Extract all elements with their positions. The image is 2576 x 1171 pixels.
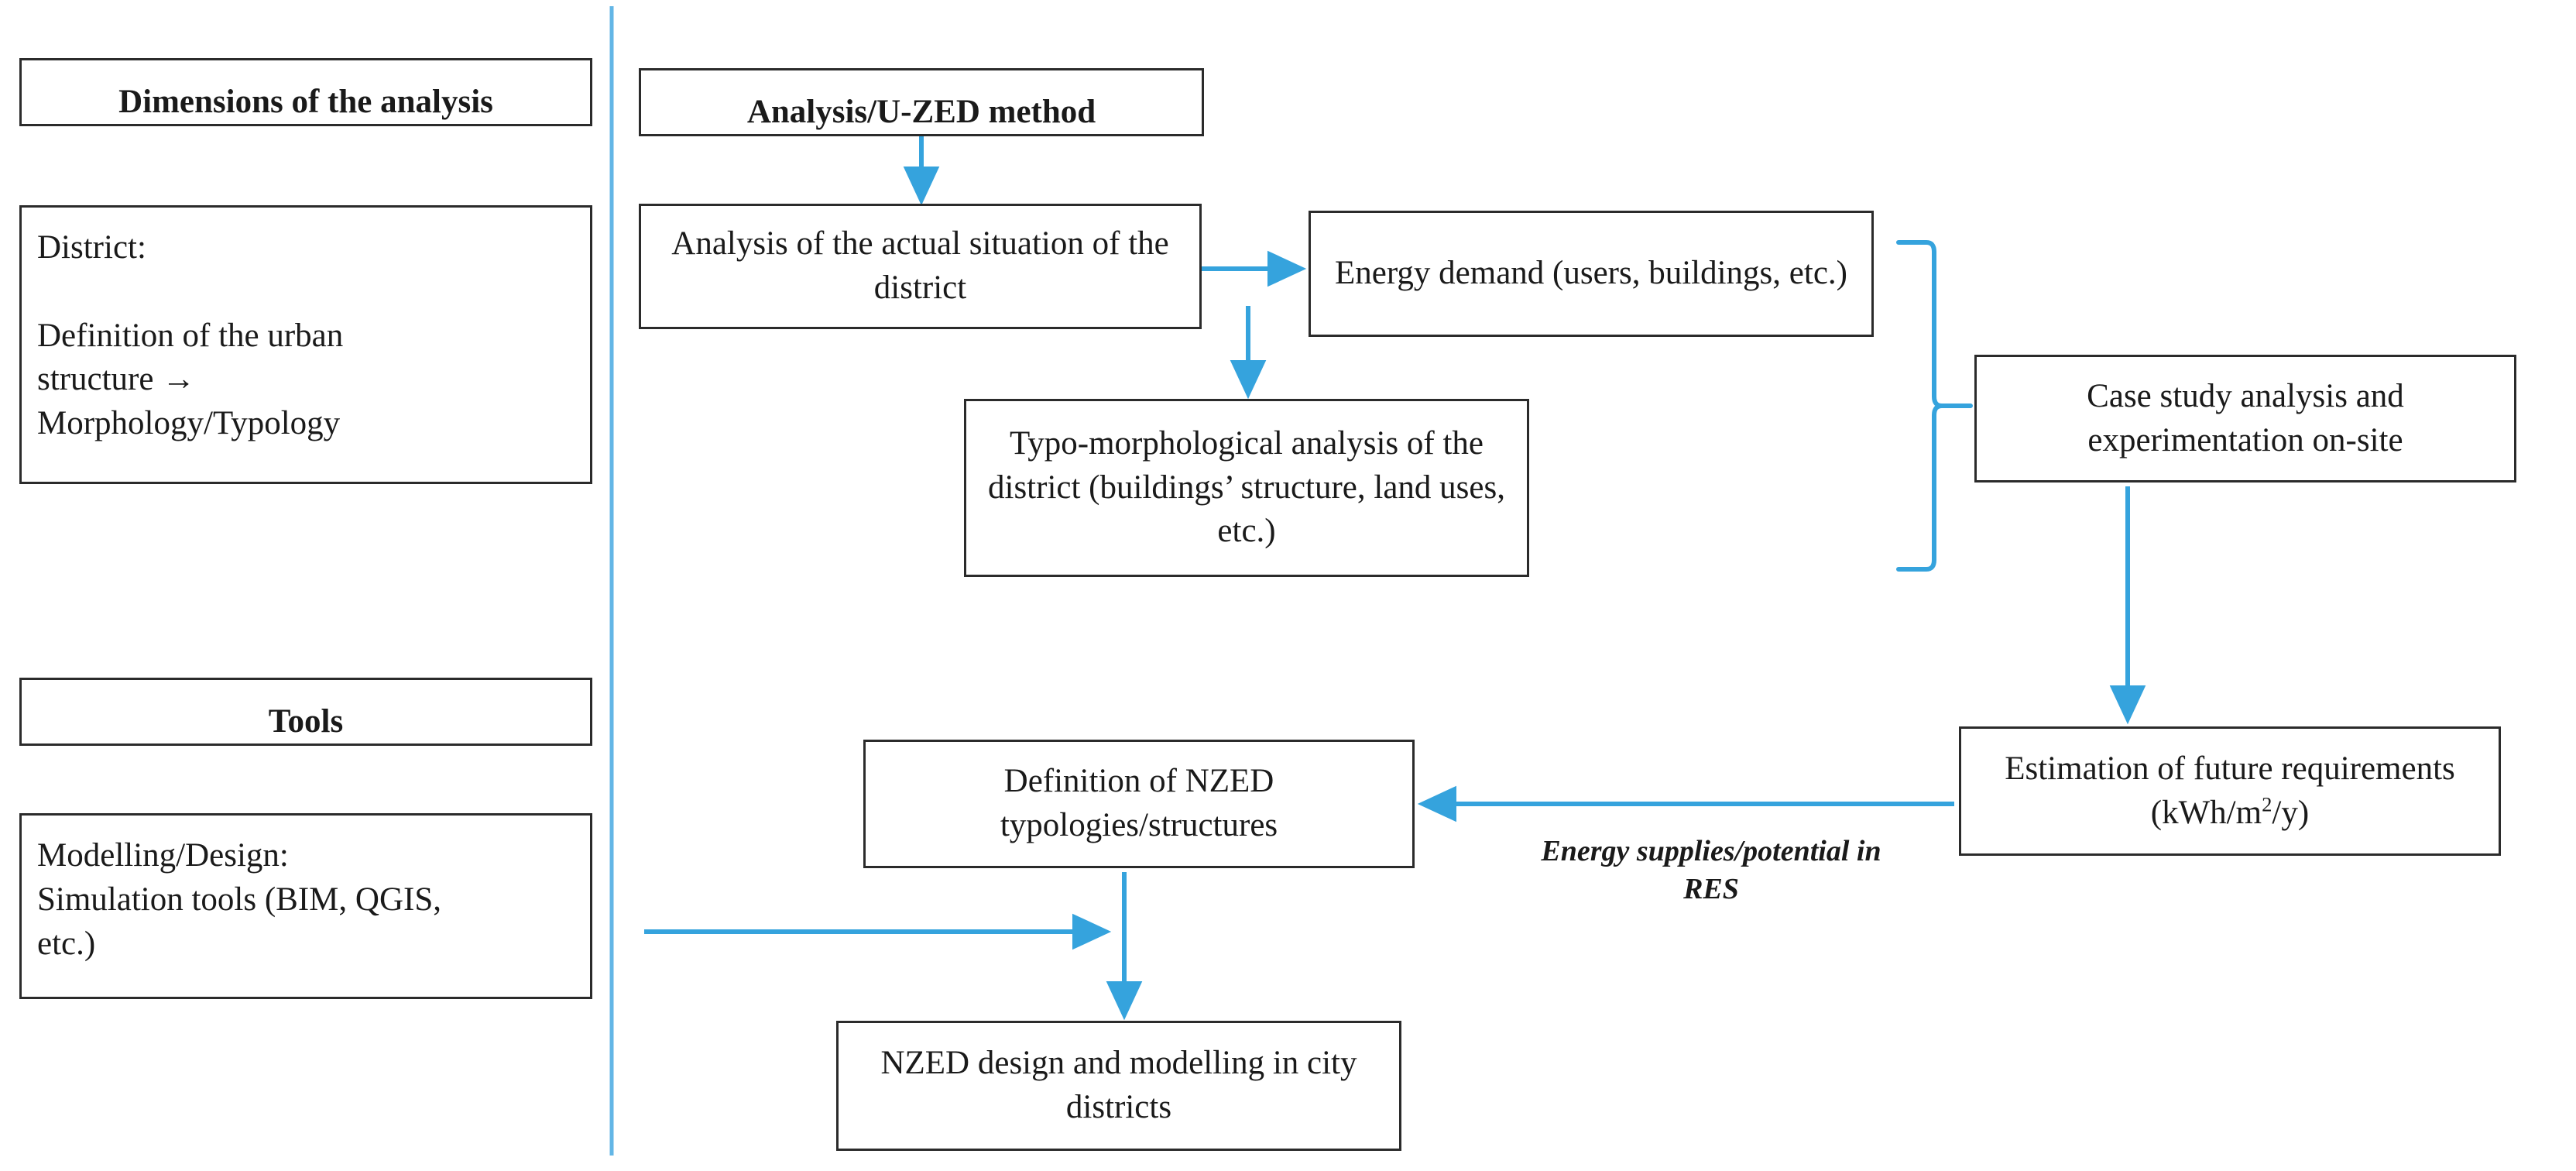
tools-line-1: Modelling/Design: xyxy=(37,837,289,874)
node-case-study-label: Case study analysis and experimentation … xyxy=(2087,377,2404,458)
node-nzed-design-label: NZED design and modelling in city distri… xyxy=(880,1045,1357,1125)
district-line-3: structure → xyxy=(37,361,196,398)
panel-tools: Modelling/Design: Simulation tools (BIM,… xyxy=(19,813,592,999)
node-analysis-actual-label: Analysis of the actual situation of the … xyxy=(671,225,1169,306)
district-line-4: Morphology/Typology xyxy=(37,405,341,441)
grouping-bracket xyxy=(1896,240,1973,572)
node-estimation-future-requirements: Estimation of future requirements (kWh/m… xyxy=(1959,726,2501,856)
district-line-blank xyxy=(37,270,575,314)
node-definition-nzed-label: Definition of NZED typologies/structures xyxy=(1000,763,1278,843)
header-uzed-label: Analysis/U-ZED method xyxy=(746,94,1096,130)
node-typo-morphological-analysis: Typo-morphological analysis of the distr… xyxy=(964,399,1529,577)
header-dimensions-label: Dimensions of the analysis xyxy=(118,84,493,120)
estimation-superscript: 2 xyxy=(2262,792,2272,816)
node-energy-demand-label: Energy demand (users, buildings, etc.) xyxy=(1335,255,1847,292)
header-analysis-uzed-method: Analysis/U-ZED method xyxy=(639,68,1204,136)
node-nzed-design-modelling: NZED design and modelling in city distri… xyxy=(836,1021,1401,1151)
district-line-2: Definition of the urban xyxy=(37,317,344,354)
caption-energy-supplies-res: Energy supplies/potential in RES xyxy=(1510,833,1912,909)
header-tools: Tools xyxy=(19,678,592,746)
caption-energy-supplies-label: Energy supplies/potential in RES xyxy=(1541,835,1881,906)
node-definition-nzed-typologies: Definition of NZED typologies/structures xyxy=(863,740,1415,868)
node-case-study-analysis: Case study analysis and experimentation … xyxy=(1974,355,2516,482)
tools-line-2: Simulation tools (BIM, QGIS, xyxy=(37,881,442,918)
header-tools-label: Tools xyxy=(268,703,344,740)
panel-district: District: Definition of the urban struct… xyxy=(19,205,592,484)
estimation-text-prefix: Estimation of future requirements (kWh/m xyxy=(2005,750,2455,831)
node-typo-morphological-label: Typo-morphological analysis of the distr… xyxy=(988,424,1505,550)
tools-line-3: etc.) xyxy=(37,925,96,962)
node-analysis-actual-situation: Analysis of the actual situation of the … xyxy=(639,204,1202,329)
node-energy-demand: Energy demand (users, buildings, etc.) xyxy=(1309,211,1874,337)
header-dimensions-of-analysis: Dimensions of the analysis xyxy=(19,58,592,126)
estimation-text-suffix: /y) xyxy=(2272,794,2310,831)
node-estimation-label: Estimation of future requirements (kWh/m… xyxy=(1972,747,2488,836)
district-line-1: District: xyxy=(37,229,146,266)
